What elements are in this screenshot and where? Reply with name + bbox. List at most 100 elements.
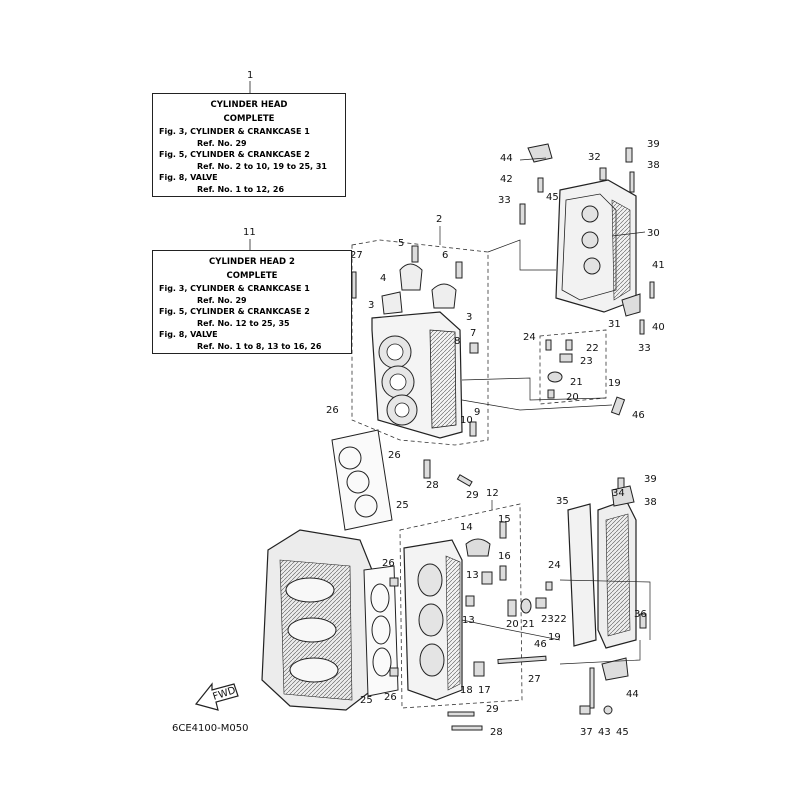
part-label: 13 xyxy=(466,570,479,581)
part-label: 3 xyxy=(368,300,374,311)
part-label: 7 xyxy=(470,328,476,339)
part-label: 40 xyxy=(652,322,665,333)
part-label: 19 xyxy=(548,632,561,643)
part-label: 36 xyxy=(634,609,647,620)
part-label: 23 xyxy=(580,356,593,367)
part-label: 3 xyxy=(466,312,472,323)
part-label: 30 xyxy=(647,228,660,239)
part-label: 22 xyxy=(554,614,567,625)
box-line: Fig. 5, CYLINDER & CRANKCASE 2 xyxy=(159,150,310,159)
box-line: Ref. No. 2 to 10, 19 to 25, 31 xyxy=(197,161,327,171)
part-label: 16 xyxy=(498,551,511,562)
head-gasket-lower xyxy=(363,565,399,697)
part-label: 45 xyxy=(546,192,559,203)
part-label: 44 xyxy=(500,153,513,164)
part-label: 22 xyxy=(586,343,599,354)
lower-leader-lines xyxy=(461,579,651,665)
part-label: 18 xyxy=(460,685,473,696)
box-line: Ref. No. 1 to 12, 26 xyxy=(197,184,285,194)
part-label: 25 xyxy=(360,695,373,706)
part-label: 29 xyxy=(486,704,499,715)
part-label: 20 xyxy=(506,619,519,630)
box-line: Fig. 3, CYLINDER & CRANKCASE 1 xyxy=(159,127,310,136)
box-line: Fig. 3, CYLINDER & CRANKCASE 1 xyxy=(159,284,310,293)
part-label: 4 xyxy=(380,273,386,284)
part-label: 42 xyxy=(500,174,513,185)
box-line: Ref. No. 12 to 25, 35 xyxy=(197,318,290,328)
part-label: 33 xyxy=(638,343,651,354)
box-line: Ref. No. 29 xyxy=(197,295,247,305)
box-lines: Fig. 3, CYLINDER & CRANKCASE 1 Ref. No. 2… xyxy=(159,126,339,195)
part-label: 34 xyxy=(612,488,625,499)
part-label: 8 xyxy=(454,336,460,347)
part-label: 25 xyxy=(396,500,409,511)
part-label: 5 xyxy=(398,238,404,249)
part-label: 35 xyxy=(556,496,569,507)
crankcase-block xyxy=(261,529,373,711)
exhaust-cover-lower xyxy=(567,499,637,649)
box-title: CYLINDER HEAD xyxy=(210,100,288,110)
part-label: 37 xyxy=(580,727,593,738)
part-label: 28 xyxy=(490,727,503,738)
exhaust-cover-upper xyxy=(555,179,637,313)
dowel-pins xyxy=(389,577,399,677)
part-label: 38 xyxy=(647,160,660,171)
part-label: 26 xyxy=(388,450,401,461)
part-label: 21 xyxy=(570,377,583,388)
group-2-outline xyxy=(351,239,489,446)
upper-right-small-parts xyxy=(519,143,655,416)
part-label: 29 xyxy=(466,490,479,501)
box-subtitle: COMPLETE xyxy=(226,271,278,281)
lower-head-parts xyxy=(465,521,553,677)
part-label: 46 xyxy=(534,639,547,650)
part-label: 45 xyxy=(616,727,629,738)
box-lines: Fig. 3, CYLINDER & CRANKCASE 1 Ref. No. 2… xyxy=(159,283,345,352)
part-label: 32 xyxy=(588,152,601,163)
lower-right-parts xyxy=(579,477,647,715)
part-label: 13 xyxy=(462,615,475,626)
part-label: 19 xyxy=(608,378,621,389)
box-ref-label-1: 1 xyxy=(247,70,253,81)
part-label: 21 xyxy=(522,619,535,630)
cam-caps xyxy=(381,263,457,315)
part-label: 41 xyxy=(652,260,665,271)
box-title: CYLINDER HEAD 2 xyxy=(209,257,295,267)
lower-bolts xyxy=(447,655,547,731)
group-12-outline xyxy=(399,503,523,709)
part-label: 24 xyxy=(523,332,536,343)
part-label: 33 xyxy=(498,195,511,206)
box-subtitle: COMPLETE xyxy=(223,114,275,124)
part-label: 28 xyxy=(426,480,439,491)
box-line: Fig. 8, VALVE xyxy=(159,173,218,182)
box-line: Fig. 8, VALVE xyxy=(159,330,218,339)
part-label: 26 xyxy=(384,692,397,703)
part-label: 15 xyxy=(498,514,511,525)
part-label: 27 xyxy=(350,250,363,261)
box-ref-label-11: 11 xyxy=(243,227,256,238)
part-label: 38 xyxy=(644,497,657,508)
part-label: 31 xyxy=(608,319,621,330)
diagram-code: 6CE4100-M050 xyxy=(172,723,249,734)
part-label: 44 xyxy=(626,689,639,700)
part-label: 39 xyxy=(644,474,657,485)
part-label: 24 xyxy=(548,560,561,571)
cylinder-head-2-complete-box: CYLINDER HEAD 2 COMPLETE Fig. 3, CYLINDE… xyxy=(152,250,352,354)
part-label: 6 xyxy=(442,250,448,261)
cylinder-head-complete-box: CYLINDER HEAD COMPLETE Fig. 3, CYLINDER … xyxy=(152,93,346,197)
box-line: Ref. No. 1 to 8, 13 to 16, 26 xyxy=(197,341,322,351)
part-label: 26 xyxy=(326,405,339,416)
part-label: 12 xyxy=(486,488,499,499)
part-label: 9 xyxy=(474,407,480,418)
head-gasket-upper xyxy=(331,429,393,531)
part-label: 43 xyxy=(598,727,611,738)
lower-cylinder-head xyxy=(403,539,463,701)
upper-bolts xyxy=(351,245,479,487)
part-label: 23 xyxy=(541,614,554,625)
part-label: 20 xyxy=(566,392,579,403)
part-label: 17 xyxy=(478,685,491,696)
part-label: 10 xyxy=(460,415,473,426)
part-label: 46 xyxy=(632,410,645,421)
part-label: 26 xyxy=(382,558,395,569)
